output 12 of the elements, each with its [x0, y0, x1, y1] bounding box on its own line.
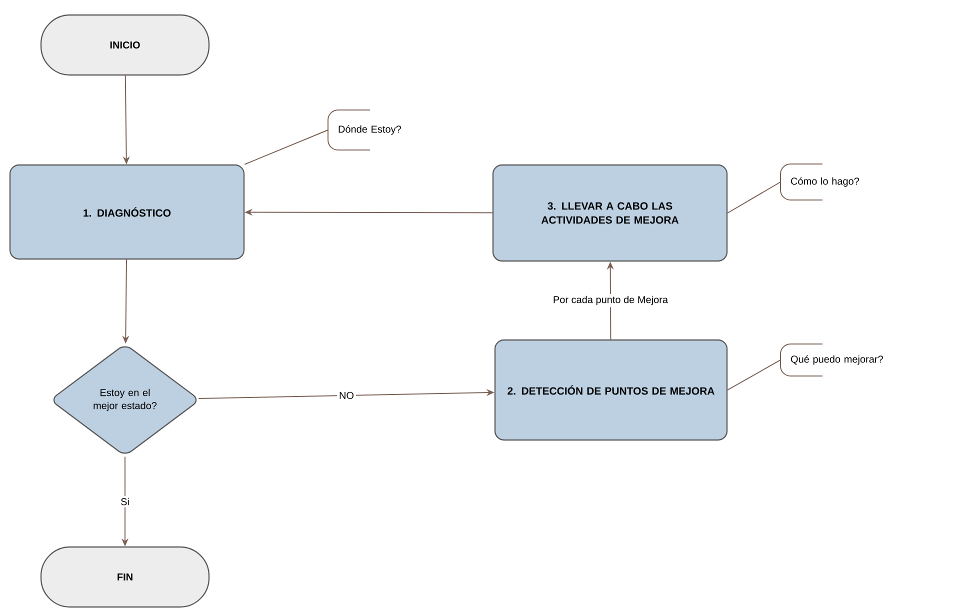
annotation-callout: Cómo lo hago?: [780, 164, 860, 200]
annotation-callout: Qué puedo mejorar?: [780, 344, 883, 376]
leader-line: [727, 182, 781, 214]
leader-line: [244, 130, 328, 165]
edge-label: Por cada punto de Mejora: [550, 294, 670, 308]
edge-label: Si: [118, 496, 132, 508]
edge-label: NO: [337, 390, 356, 401]
process-box: 3. LLEVAR A CABO LAS ACTIVIDADES DE MEJORA: [492, 164, 728, 262]
annotation-callout: Dónde Estoy?: [328, 110, 401, 150]
leader-line: [727, 360, 781, 390]
process-box: 1. DIAGNÓSTICO: [9, 164, 245, 260]
process-box: 2. DETECCIÓN DE PUNTOS DE MEJORA: [494, 339, 728, 441]
